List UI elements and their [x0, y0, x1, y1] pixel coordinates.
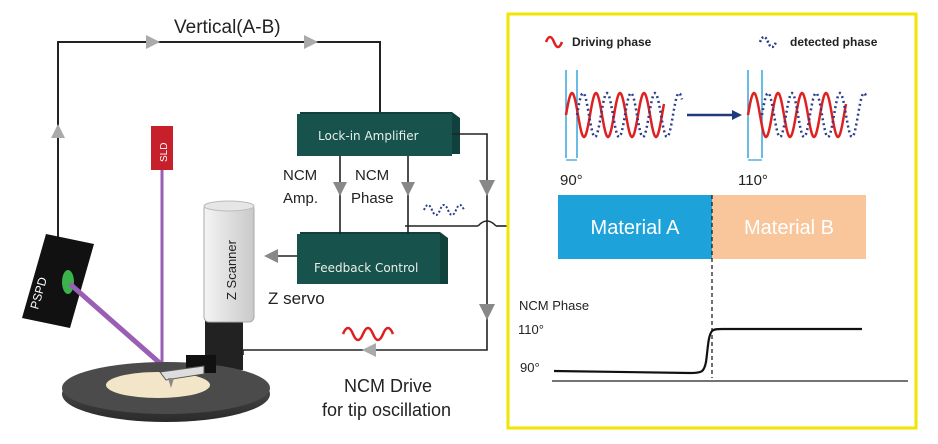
phase-transition-arrowhead	[732, 110, 742, 120]
phase-waves-a	[564, 70, 684, 161]
ncm-drive-label-2: for tip oscillation	[322, 400, 451, 420]
ncm-amp-label-2: Amp.	[283, 190, 318, 207]
phase-plot-tick-high: 110°	[518, 322, 544, 337]
sample-stage	[62, 362, 270, 422]
feedback-control-label: Feedback Control	[314, 261, 418, 275]
phase-plot-tick-low: 90°	[520, 360, 540, 375]
sld-laser	[151, 126, 173, 368]
phase-plot-curve	[553, 327, 862, 375]
ncm-drive-label-1: NCM Drive	[344, 376, 432, 396]
material-a-block	[558, 195, 712, 259]
ncm-amp-arrow	[333, 182, 347, 196]
phase-waves-b	[746, 70, 868, 161]
ncm-phase-label-2: Phase	[351, 190, 394, 207]
vertical-label: Vertical(A-B)	[174, 17, 281, 38]
ncm-phase-label-1: NCM	[355, 167, 389, 184]
phase-angle-b: 110°	[738, 172, 768, 189]
z-scanner-label: Z Scanner	[224, 239, 239, 300]
ncm-drive-wave	[341, 326, 395, 342]
material-b-label: Material B	[744, 217, 834, 239]
lockin-signal-wave	[423, 204, 465, 216]
drive-down-arrow	[479, 304, 495, 320]
reflected-beam	[68, 282, 172, 374]
vertical-signal-path	[51, 35, 381, 240]
lockin-out-arrow	[479, 180, 495, 196]
detected-phase-legend-label: detected phase	[790, 35, 878, 49]
lockin-amplifier-box	[297, 112, 460, 156]
phase-angle-a: 90°	[560, 172, 583, 189]
ncm-drive-arrow	[362, 343, 376, 357]
phase-plot-title: NCM Phase	[519, 298, 589, 313]
lockin-amplifier-label: Lock-in Amplifier	[318, 129, 419, 143]
sld-label: SLD	[159, 143, 170, 162]
detected-phase-legend-icon	[758, 35, 778, 49]
driving-phase-legend-label: Driving phase	[572, 35, 652, 49]
driving-phase-legend-icon	[544, 35, 564, 49]
cantilever-tip	[159, 355, 216, 388]
feedback-control-box	[297, 232, 448, 284]
feedback-to-scanner-arrow	[264, 249, 278, 263]
pspd-detector	[22, 234, 94, 328]
ncm-phase-arrow	[401, 182, 415, 196]
material-a-label: Material A	[591, 217, 681, 239]
ncm-amp-label-1: NCM	[283, 167, 317, 184]
z-servo-label: Z servo	[268, 289, 325, 308]
material-b-block	[712, 195, 866, 259]
